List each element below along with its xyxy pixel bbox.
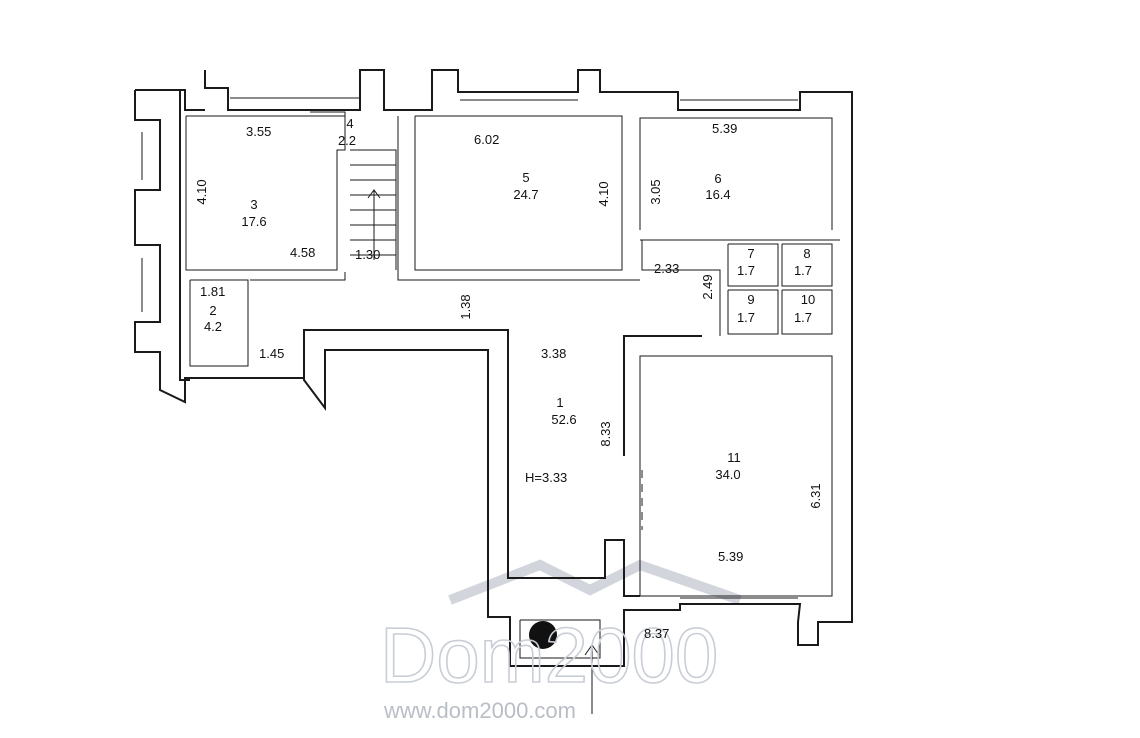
room-number: 3 [250,197,257,212]
room-area: 1.7 [794,310,812,325]
room-area: 1.7 [737,310,755,325]
room-area: 1.7 [794,263,812,278]
dimension-labels: 3.55 4.10 4.58 1.81 1.45 1.30 6.02 4.10 … [194,121,823,641]
dimension-label: 2.49 [700,274,715,299]
room-number: 4 [346,116,353,131]
watermark-house-icon [448,559,742,605]
dimension-label: 8.33 [598,421,613,446]
dimension-label: 2.33 [654,261,679,276]
dimension-label: 4.58 [290,245,315,260]
room-number: 9 [747,292,754,307]
room-area: 1.7 [737,263,755,278]
dimension-label: 6.31 [808,483,823,508]
dimension-label: 1.45 [259,346,284,361]
dimension-label: 3.38 [541,346,566,361]
dimension-label: 8.37 [644,626,669,641]
watermark-url: www.dom2000.com [383,698,576,723]
dimension-label: 4.10 [596,181,611,206]
watermark-logo: Dom2000 [380,611,718,699]
room-area: 2.2 [338,133,356,148]
dimension-label: 1.81 [200,284,225,299]
walls [134,69,853,714]
dimension-label: 1.38 [458,294,473,319]
dimension-label: 3.05 [648,179,663,204]
room-number: 10 [801,292,815,307]
dimension-label: 1.30 [355,247,380,262]
room-number: 1 [556,395,563,410]
room-number: 2 [209,303,216,318]
dimension-label: 5.39 [718,549,743,564]
room-area: 52.6 [551,412,576,427]
dimension-label: 6.02 [474,132,499,147]
room-area: 24.7 [513,187,538,202]
room-labels: 1 52.6 2 4.2 3 17.6 4 2.2 5 24.7 6 16.4 … [204,116,815,482]
dimension-label: 4.10 [194,179,209,204]
room-number: 8 [803,246,810,261]
room-area: 16.4 [705,187,730,202]
ceiling-height-label: H=3.33 [525,470,567,485]
room-area: 4.2 [204,319,222,334]
dimension-label: 3.55 [246,124,271,139]
room-number: 11 [727,450,741,465]
room-area: 17.6 [241,214,266,229]
boiler-icon [529,621,557,649]
room-number: 6 [714,171,721,186]
room-area: 34.0 [715,467,740,482]
dimension-label: 5.39 [712,121,737,136]
room-number: 5 [522,170,529,185]
room-number: 7 [747,246,754,261]
